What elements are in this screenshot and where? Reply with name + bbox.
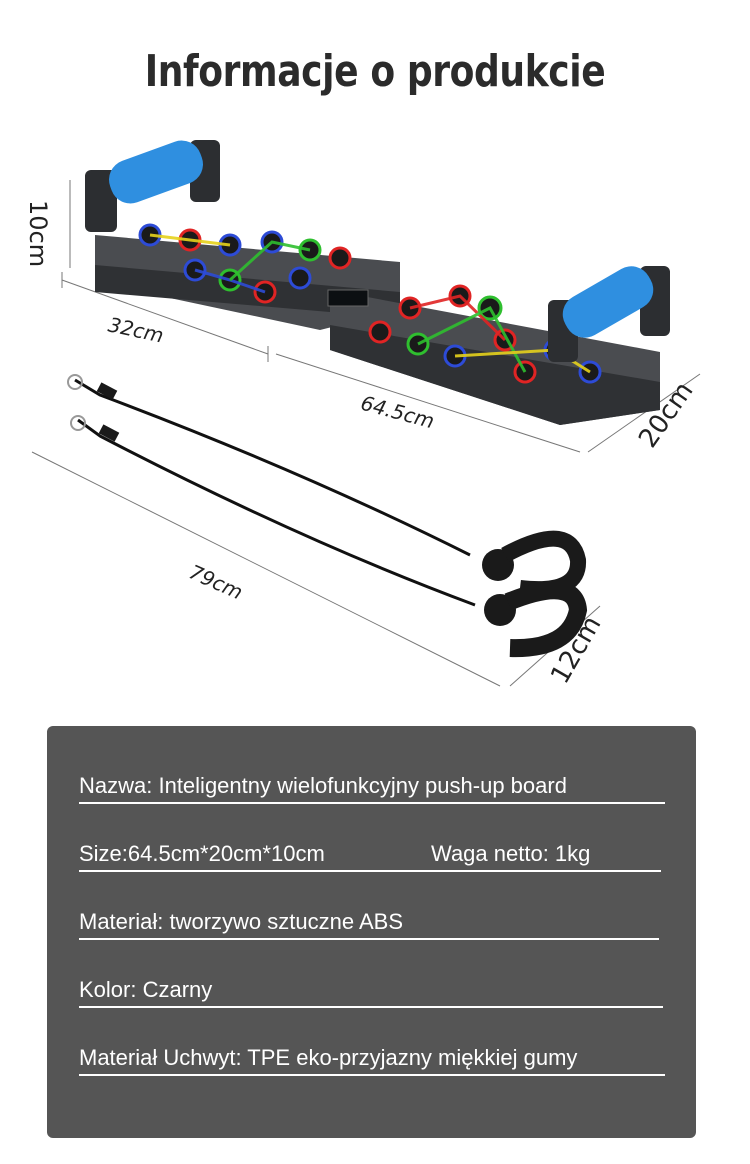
- info-size: Size:64.5cm*20cm*10cm: [79, 841, 325, 866]
- dimension-height-label: 10cm: [24, 200, 52, 268]
- dimension-lines: [31, 180, 701, 687]
- info-handle-material: Materiał Uchwyt: TPE eko-przyjazny miękk…: [79, 1042, 665, 1076]
- resistance-bands: [67, 374, 588, 658]
- handles: [85, 140, 670, 362]
- product-info-panel: Nazwa: Inteligentny wielofunkcyjny push-…: [47, 726, 696, 1138]
- product-illustration: [31, 140, 701, 687]
- push-up-board: [95, 223, 660, 425]
- page-title: Informacje o produkcie: [144, 46, 606, 97]
- info-name: Nazwa: Inteligentny wielofunkcyjny push-…: [79, 770, 665, 804]
- info-weight: Waga netto: 1kg: [431, 841, 591, 866]
- info-color: Kolor: Czarny: [79, 974, 663, 1008]
- info-material: Materiał: tworzywo sztuczne ABS: [79, 906, 659, 940]
- info-size-row: Size:64.5cm*20cm*10cm Waga netto: 1kg: [79, 838, 661, 872]
